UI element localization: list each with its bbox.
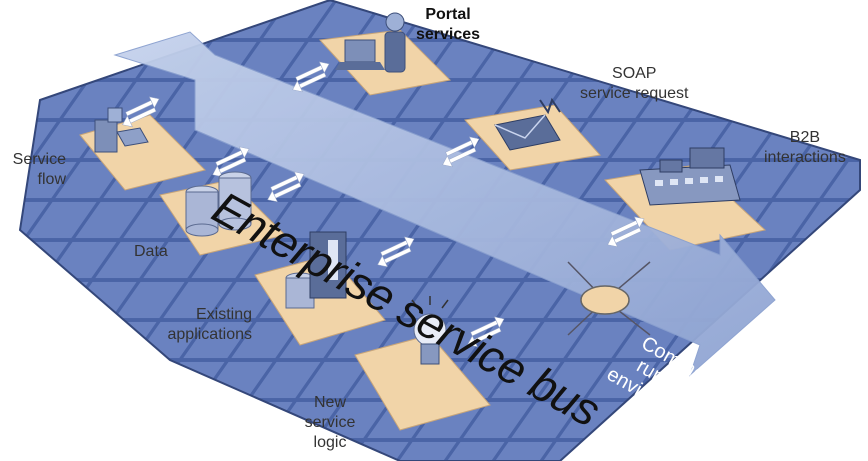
label-new-service-logic: New service logic [300,393,360,453]
label-data: Data [134,242,168,262]
label-portal-line-2: services [416,26,481,43]
label-existing-line-2: applications [167,326,253,343]
label-service-flow-line-2: flow [37,171,66,188]
envelope-icon [494,97,561,151]
label-soap-line-2: service request [580,85,689,102]
label-data-line-1: Data [134,243,168,260]
label-b2b-line-1: B2B [789,129,821,146]
label-b2b-interactions: B2B interactions [764,128,846,168]
label-service-flow-line-1: Service [12,151,66,168]
label-soap-request: SOAP service request [580,64,689,104]
service-flow-icon [94,107,149,153]
label-soap-line-1: SOAP [612,65,657,82]
lightbulb-icon [411,296,449,365]
user-laptop-icon [335,12,406,73]
label-existing-applications: Existing applications [140,305,253,345]
label-new-logic-line-2: service [304,414,356,431]
label-new-logic-line-3: logic [313,434,347,451]
label-portal-services: Portal services [416,5,480,45]
factory-icon [639,147,741,206]
label-existing-line-1: Existing [195,306,252,323]
label-service-flow: Service flow [6,150,66,190]
pad-new-logic [354,334,491,431]
runtime-hub [567,261,651,336]
label-b2b-line-2: interactions [764,149,846,166]
connection-arrows [122,61,645,348]
label-portal-line-1: Portal [425,6,471,23]
database-icon [185,171,252,237]
label-new-logic-line-1: New [313,394,346,411]
server-icon [285,231,347,309]
